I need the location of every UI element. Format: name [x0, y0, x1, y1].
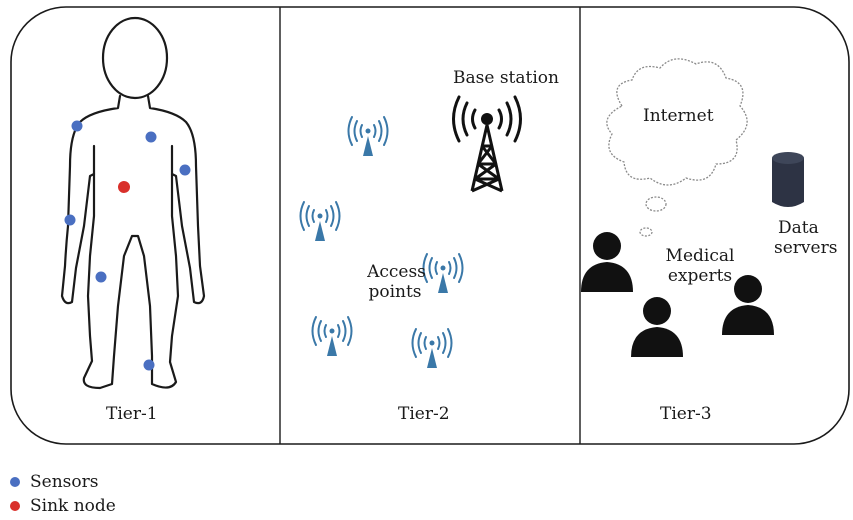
data-servers-label: Data servers — [774, 218, 837, 258]
sensor-legend-dot-icon — [10, 477, 20, 487]
internet-label: Internet — [643, 106, 714, 126]
body-sensors — [64, 120, 191, 371]
tier-2-label: Tier-2 — [398, 404, 450, 424]
tier-1-label: Tier-1 — [106, 404, 158, 424]
sensor-dot — [95, 271, 107, 283]
base-station-tower-icon — [452, 95, 522, 193]
frame-border — [10, 6, 850, 445]
legend-sink-node-label: Sink node — [30, 496, 116, 516]
access-point-icon — [299, 201, 341, 242]
legend-sensors-label: Sensors — [30, 472, 99, 492]
architecture-frame — [10, 6, 850, 445]
base-station-label: Base station — [453, 68, 559, 88]
sensor-dot — [71, 120, 83, 132]
legend-item-sensors: Sensors — [10, 470, 116, 494]
database-server-icon — [772, 152, 804, 207]
medical-experts-label-line1: Medical — [665, 246, 735, 266]
legend-item-sink-node: Sink node — [10, 494, 116, 518]
sink-legend-dot-icon — [10, 501, 20, 511]
data-servers-label-line2: servers — [774, 238, 838, 258]
internet-cloud-icon — [606, 58, 748, 237]
sensor-dot — [64, 214, 76, 226]
legend: Sensors Sink node — [10, 470, 116, 518]
medical-expert-avatar — [581, 232, 633, 292]
sink-node-dot — [118, 181, 130, 193]
medical-expert-avatar — [631, 297, 683, 357]
medical-experts-label: Medical experts — [660, 246, 740, 286]
sensor-dot — [143, 359, 155, 371]
human-body-figure — [60, 16, 206, 390]
sensor-dot — [145, 131, 157, 143]
medical-experts-label-line2: experts — [667, 266, 733, 286]
access-points-label-line1: Access — [367, 262, 426, 282]
access-point-icon — [311, 316, 353, 357]
tier-3-label: Tier-3 — [660, 404, 712, 424]
access-points-label: Access points — [360, 262, 430, 302]
access-point-icon — [411, 328, 453, 369]
access-point-icon — [347, 116, 389, 157]
sensor-dot — [179, 164, 191, 176]
data-servers-label-line1: Data — [778, 218, 819, 238]
access-points-label-line2: points — [368, 282, 422, 302]
